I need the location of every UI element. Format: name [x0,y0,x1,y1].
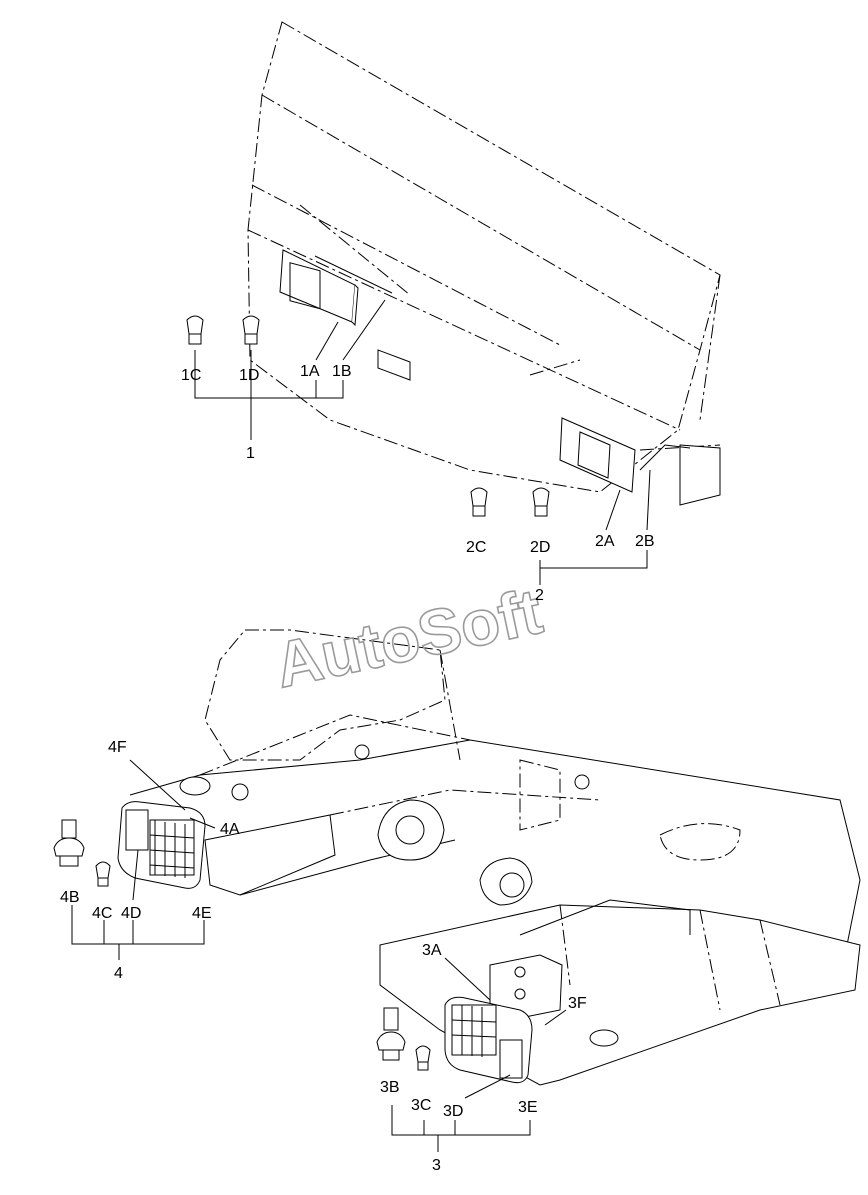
bulb-3c-icon [415,1045,431,1071]
group-2-bracket [539,469,651,585]
bulb-1c-icon [186,315,204,345]
label-2: 2 [535,587,544,604]
label-2A: 2A [595,533,615,550]
label-4D: 4D [121,905,141,922]
bulb-2d-icon [532,487,550,517]
label-3D: 3D [443,1103,463,1120]
label-4C: 4C [92,905,112,922]
rear-lamp-left [279,249,411,381]
bulb-1d-icon [242,315,260,345]
label-3C: 3C [411,1097,431,1114]
label-3F: 3F [568,995,587,1012]
bulb-4c-icon [95,861,111,887]
chassis-frame [129,629,861,1076]
label-3B: 3B [380,1079,400,1096]
label-4: 4 [114,965,123,982]
label-4B: 4B [60,889,80,906]
label-4F: 4F [108,739,127,756]
watermark-text: AutoSoft [269,575,548,702]
label-1B: 1B [332,363,352,380]
label-4E: 4E [192,905,212,922]
rear-lamp-right [559,417,691,493]
rear-cab-panel [247,21,721,506]
label-2D: 2D [530,539,550,556]
group-4-bracket [71,759,216,960]
group-3-bracket [391,957,567,1152]
label-2B: 2B [635,533,655,550]
label-3A: 3A [422,942,442,959]
label-4A: 4A [220,821,240,838]
label-2C: 2C [466,539,486,556]
bulb-3b-icon [376,1007,406,1061]
label-1C: 1C [181,367,201,384]
label-3: 3 [432,1157,441,1174]
work-lamp-3 [444,996,533,1084]
group-1-bracket [194,299,386,440]
label-1A: 1A [300,363,320,380]
bulb-4b-icon [53,819,85,867]
work-lamp-4 [117,776,211,889]
bulb-2c-icon [470,487,488,517]
label-3E: 3E [518,1099,538,1116]
label-1: 1 [246,445,255,462]
label-1D: 1D [239,367,259,384]
